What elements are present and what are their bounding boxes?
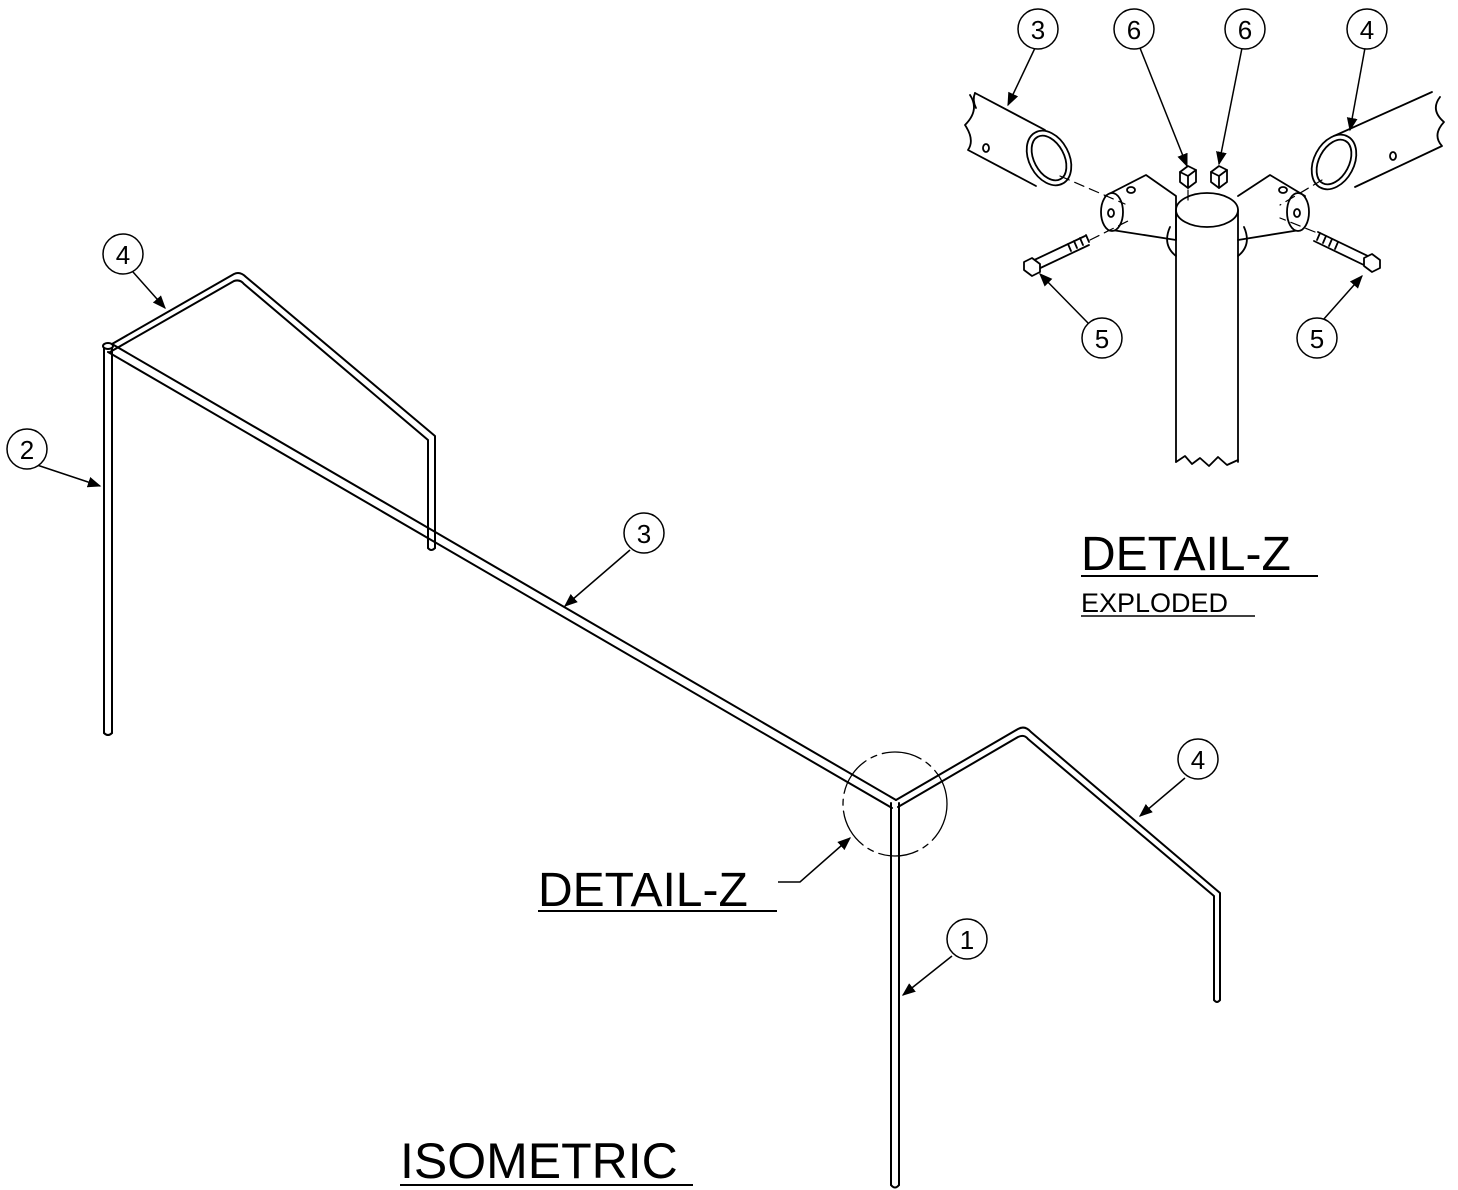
balloon-iso-2: 2 bbox=[6, 428, 48, 470]
svg-text:3: 3 bbox=[1031, 15, 1045, 45]
detail-subtitle: EXPLODED bbox=[1081, 588, 1228, 618]
balloon-iso-3: 3 bbox=[623, 512, 665, 554]
detail-post bbox=[1166, 192, 1248, 467]
svg-text:6: 6 bbox=[1127, 15, 1141, 45]
balloon-iso-4a: 4 bbox=[102, 233, 144, 275]
balloon-det-3: 3 bbox=[1017, 8, 1059, 50]
svg-text:2: 2 bbox=[20, 435, 34, 465]
balloon-iso-1: 1 bbox=[946, 918, 988, 960]
svg-text:4: 4 bbox=[1360, 15, 1374, 45]
svg-text:4: 4 bbox=[116, 240, 130, 270]
detail-title: DETAIL-Z bbox=[1081, 528, 1291, 581]
detail-bolt-left bbox=[1023, 234, 1090, 277]
post-2 bbox=[102, 342, 114, 736]
detail-nut-right bbox=[1210, 165, 1228, 189]
svg-text:6: 6 bbox=[1238, 15, 1252, 45]
detail-z-callout: DETAIL-Z bbox=[538, 864, 748, 917]
tube-4-front bbox=[895, 726, 1221, 1003]
balloon-det-5a: 5 bbox=[1081, 317, 1123, 359]
detail-right-arm bbox=[1237, 174, 1310, 241]
balloon-det-5b: 5 bbox=[1296, 317, 1338, 359]
detail-z-circle bbox=[842, 751, 948, 857]
balloon-iso-4b: 4 bbox=[1177, 738, 1219, 780]
detail-leaders bbox=[1007, 47, 1366, 324]
svg-text:5: 5 bbox=[1095, 324, 1109, 354]
balloon-det-6a: 6 bbox=[1113, 8, 1155, 50]
svg-text:5: 5 bbox=[1310, 324, 1324, 354]
isometric-title: ISOMETRIC bbox=[400, 1133, 678, 1189]
isometric-frame bbox=[102, 272, 1221, 1189]
svg-text:4: 4 bbox=[1191, 745, 1205, 775]
detail-left-arm bbox=[1100, 174, 1177, 241]
post-1 bbox=[890, 802, 900, 1189]
svg-text:3: 3 bbox=[637, 519, 651, 549]
balloon-det-4: 4 bbox=[1346, 8, 1388, 50]
balloon-det-6b: 6 bbox=[1224, 8, 1266, 50]
detail-assembly-axes bbox=[1059, 175, 1323, 241]
detail-tube-3 bbox=[964, 92, 1073, 187]
detail-z-exploded bbox=[964, 91, 1445, 467]
tube-4-back bbox=[109, 272, 436, 551]
detail-tube-4 bbox=[1310, 91, 1445, 191]
detail-nut-left bbox=[1179, 165, 1197, 189]
svg-text:1: 1 bbox=[960, 925, 974, 955]
tube-3 bbox=[107, 343, 897, 809]
iso-leaders bbox=[27, 271, 1186, 996]
detail-bolt-right bbox=[1313, 231, 1381, 273]
